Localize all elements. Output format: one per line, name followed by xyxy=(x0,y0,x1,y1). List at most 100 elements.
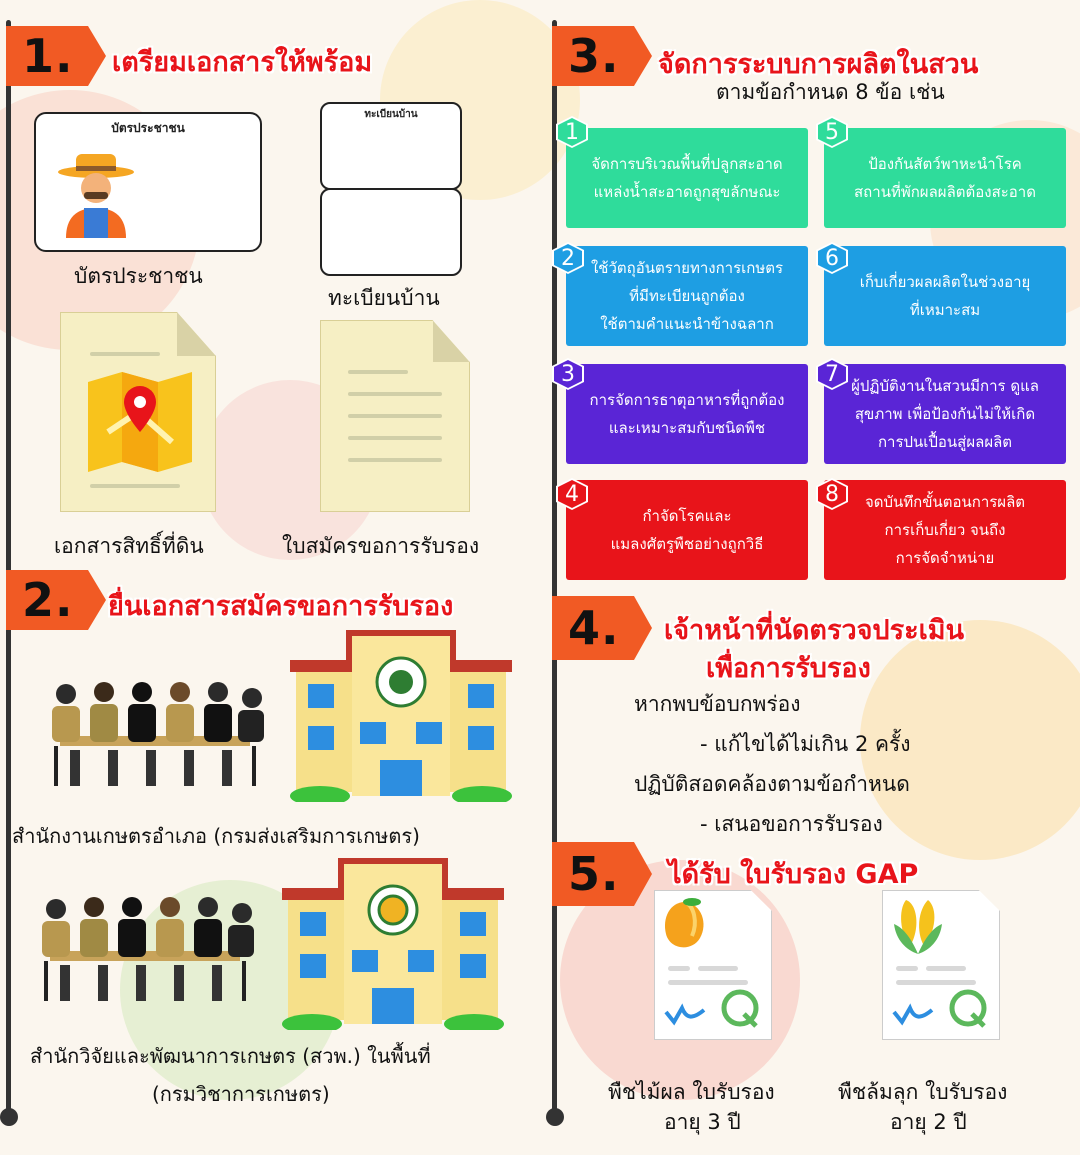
step-5-number: 5 xyxy=(818,118,846,146)
section3-title: จัดการระบบการผลิตในสวน xyxy=(658,49,979,80)
meeting-people-icon xyxy=(42,897,254,1001)
step-1-number: 1 xyxy=(558,118,586,146)
step-5-box: ป้องกันสัตว์พาหะนำโรค สถานที่พักผลผลิตต้… xyxy=(824,128,1066,228)
step-3-number: 3 xyxy=(554,360,582,388)
corn-icon xyxy=(894,900,942,954)
step-1-box: จัดการบริเวณพื้นที่ปลูกสะอาด แหล่งน้ำสะอ… xyxy=(566,128,808,228)
section4-line4: - เสนอขอการรับรอง xyxy=(700,812,883,836)
map-pin-icon xyxy=(88,372,192,472)
id-card-title: บัตรประชาชน xyxy=(111,121,185,135)
doc-fold xyxy=(177,312,216,356)
section3-badge: 3. xyxy=(552,26,652,86)
step-2-badge: 2 xyxy=(552,242,584,274)
timeline-left xyxy=(6,20,11,1115)
doc-line xyxy=(90,352,160,356)
section4-number: 4. xyxy=(568,601,620,655)
doc-line xyxy=(90,484,180,488)
step-8-badge: 8 xyxy=(816,478,848,510)
step-5-line2: สถานที่พักผลผลิตต้องสะอาด xyxy=(854,183,1036,201)
step-6-line2: ที่เหมาะสม xyxy=(909,301,981,319)
section4-title-line1: เจ้าหน้าที่นัดตรวจประเมิน xyxy=(664,615,965,646)
cert-line xyxy=(668,980,748,985)
house-registration-caption: ทะเบียนบ้าน xyxy=(328,286,440,310)
crop-certificate xyxy=(882,890,1000,1040)
id-card-caption: บัตรประชาชน xyxy=(74,264,203,288)
cert-line xyxy=(668,966,690,971)
section2-title: ยื่นเอกสารสมัครขอการรับรอง xyxy=(108,591,454,622)
application-document xyxy=(320,320,470,512)
section5-title: ได้รับ ใบรับรอง GAP xyxy=(668,859,919,890)
step-8-line1: จดบันทึกขั้นตอนการผลิต xyxy=(864,493,1026,511)
cert-line xyxy=(896,980,976,985)
step-5-line1: ป้องกันสัตว์พาหะนำโรค xyxy=(868,155,1022,173)
office2-caption-line2: (กรมวิชาการเกษตร) xyxy=(152,1082,330,1106)
doc-line xyxy=(348,392,442,396)
doc-line xyxy=(348,436,442,440)
bg-fruit-circle xyxy=(860,620,1080,860)
house-registration-book: ทะเบียนบ้าน xyxy=(320,102,462,190)
step-1-line1: จัดการบริเวณพื้นที่ปลูกสะอาด xyxy=(591,155,783,173)
cert2-caption-line1: พืชล้มลุก ใบรับรอง xyxy=(838,1080,1008,1104)
land-deed-document xyxy=(60,312,216,512)
step-6-box: เก็บเกี่ยวผลผลิตในช่วงอายุ ที่เหมาะสม xyxy=(824,246,1066,346)
step-4-box: กำจัดโรคและ แมลงศัตรูพืชอย่างถูกวิธี xyxy=(566,480,808,580)
timeline-right-end xyxy=(546,1108,564,1126)
government-building-icon xyxy=(290,630,512,802)
step-3-line1: การจัดการธาตุอาหารที่ถูกต้อง xyxy=(589,391,785,409)
step-6-line1: เก็บเกี่ยวผลผลิตในช่วงอายุ xyxy=(859,273,1031,291)
step-4-line2: แมลงศัตรูพืชอย่างถูกวิธี xyxy=(610,535,764,553)
step-4-line1: กำจัดโรคและ xyxy=(642,507,732,525)
step-8-number: 8 xyxy=(818,480,846,508)
doc-line xyxy=(348,370,408,374)
fruit-certificate xyxy=(654,890,772,1040)
doc-line xyxy=(348,458,442,462)
id-card: บัตรประชาชน xyxy=(34,112,262,252)
step-3-box: การจัดการธาตุอาหารที่ถูกต้อง และเหมาะสมก… xyxy=(566,364,808,464)
section3-subtitle: ตามข้อกำหนด 8 ข้อ เช่น xyxy=(716,80,945,104)
application-caption: ใบสมัครขอการรับรอง xyxy=(282,534,480,558)
house-registration-page xyxy=(320,188,462,276)
step-7-number: 7 xyxy=(818,360,846,388)
cert-line xyxy=(698,966,738,971)
section5-badge: 5. xyxy=(552,842,652,906)
step-7-line3: การปนเปื้อนสู่ผลผลิต xyxy=(877,433,1013,451)
step-8-line2: การเก็บเกี่ยว จนถึง xyxy=(884,521,1006,539)
section1-badge: 1. xyxy=(6,26,106,86)
farmer-avatar-icon xyxy=(58,154,134,238)
section4-badge: 4. xyxy=(552,596,652,660)
q-mark-icon xyxy=(721,989,759,1028)
office2-caption-line1: สำนักวิจัยและพัฒนาการเกษตร (สวพ.) ในพื้น… xyxy=(30,1044,431,1068)
cert1-caption-line2: อายุ 3 ปี xyxy=(664,1110,741,1134)
section2-badge: 2. xyxy=(6,570,106,630)
step-3-badge: 3 xyxy=(552,358,584,390)
office1-caption: สำนักงานเกษตรอำเภอ (กรมส่งเสริมการเกษตร) xyxy=(12,824,420,848)
doc-fold xyxy=(432,320,470,363)
cert-line xyxy=(926,966,966,971)
q-mark-icon xyxy=(949,989,987,1028)
section4-title-line2: เพื่อการรับรอง xyxy=(706,653,871,684)
step-2-line3: ใช้ตามคำแนะนำข้างฉลาก xyxy=(600,315,774,333)
step-7-line1: ผู้ปฏิบัติงานในสวนมีการ ดูแล xyxy=(851,377,1039,395)
step-7-badge: 7 xyxy=(816,358,848,390)
section4-line3: ปฏิบัติสอดคล้องตามข้อกำหนด xyxy=(634,772,910,796)
step-8-box: จดบันทึกขั้นตอนการผลิต การเก็บเกี่ยว จนถ… xyxy=(824,480,1066,580)
section4-line1: หากพบข้อบกพร่อง xyxy=(634,692,801,716)
section3-number: 3. xyxy=(568,29,620,83)
timeline-left-end xyxy=(0,1108,18,1126)
cert1-caption-line1: พืชไม้ผล ใบรับรอง xyxy=(608,1080,775,1104)
land-deed-caption: เอกสารสิทธิ์ที่ดิน xyxy=(54,534,204,558)
doc-line xyxy=(348,414,442,418)
signature-check-icon xyxy=(664,1003,706,1026)
step-3-line2: และเหมาะสมกับชนิดพืช xyxy=(608,419,766,437)
step-2-line1: ใช้วัตถุอันตรายทางการเกษตร xyxy=(590,259,784,277)
cert-line xyxy=(896,966,918,971)
step-6-number: 6 xyxy=(818,244,846,272)
step-2-number: 2 xyxy=(554,244,582,272)
step-4-badge: 4 xyxy=(556,478,588,510)
step-2-line2: ที่มีทะเบียนถูกต้อง xyxy=(629,287,745,305)
section1-number: 1. xyxy=(22,29,74,83)
step-2-box: ใช้วัตถุอันตรายทางการเกษตร ที่มีทะเบียนถ… xyxy=(566,246,808,346)
mango-icon xyxy=(664,898,704,948)
timeline-right xyxy=(552,20,557,1115)
section4-line2: - แก้ไขได้ไม่เกิน 2 ครั้ง xyxy=(700,732,911,756)
